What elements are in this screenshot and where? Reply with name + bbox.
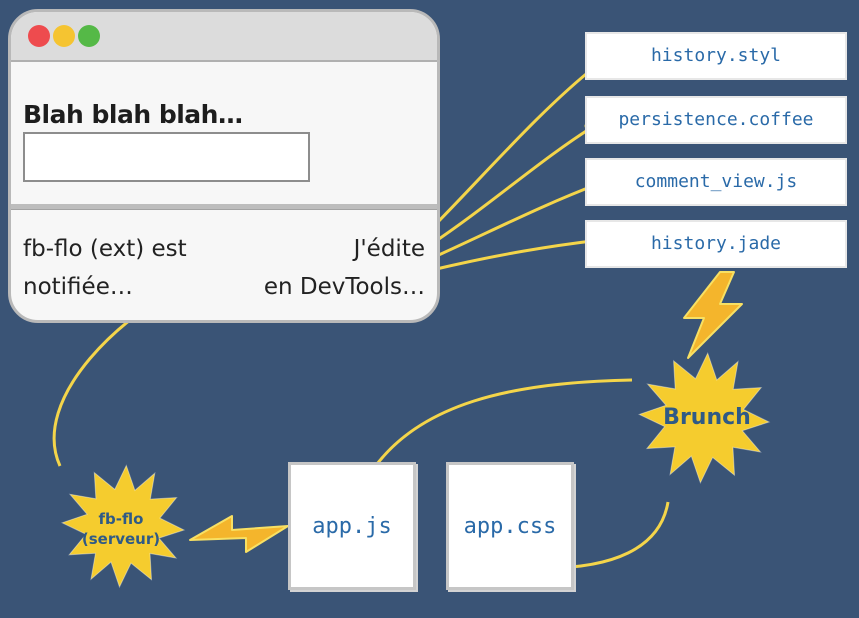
lightning-bolt-icon bbox=[683, 271, 743, 359]
browser-titlebar bbox=[11, 12, 437, 62]
file-comment-view-js: comment_view.js bbox=[585, 158, 847, 206]
extension-notified-line2: notifiée… bbox=[23, 274, 133, 300]
devtools-divider[interactable] bbox=[11, 204, 437, 210]
file-persistence-coffee: persistence.coffee bbox=[585, 96, 847, 144]
extension-notified-note: fb-flo (ext) est notifiée… bbox=[23, 230, 187, 306]
browser-window: Blah blah blah… fb-flo (ext) est notifié… bbox=[8, 9, 440, 323]
lightning-bolt-icon bbox=[189, 515, 289, 553]
fbflo-server-label: fb-flo (serveur) bbox=[71, 509, 171, 549]
arrow-to-persistence-coffee bbox=[429, 126, 594, 247]
file-app-css: app.css bbox=[446, 462, 574, 590]
fbflo-server-line2: (serveur) bbox=[81, 530, 161, 548]
arrow-brunch-to-app-js bbox=[364, 378, 633, 484]
arrow-to-comment-view bbox=[431, 184, 598, 260]
page-text-input[interactable] bbox=[23, 132, 310, 182]
page-title: Blah blah blah… bbox=[23, 100, 243, 129]
devtools-edit-note: J'édite en DevTools… bbox=[264, 230, 425, 306]
arrow-to-history-styl bbox=[426, 66, 596, 234]
extension-notified-line1: fb-flo (ext) est bbox=[23, 236, 187, 262]
devtools-edit-line1: J'édite bbox=[353, 236, 425, 262]
file-history-jade: history.jade bbox=[585, 220, 847, 268]
file-app-js: app.js bbox=[288, 462, 416, 590]
starburst-icon bbox=[637, 351, 771, 485]
file-history-styl: history.styl bbox=[585, 32, 847, 80]
minimize-window-icon[interactable] bbox=[53, 25, 75, 47]
arrow-to-history-jade bbox=[431, 240, 600, 272]
starburst-icon bbox=[60, 464, 186, 589]
close-window-icon[interactable] bbox=[28, 25, 50, 47]
devtools-edit-line2: en DevTools… bbox=[263, 274, 425, 300]
maximize-window-icon[interactable] bbox=[78, 25, 100, 47]
fbflo-server-line1: fb-flo bbox=[98, 510, 144, 528]
brunch-label: Brunch bbox=[663, 405, 751, 430]
